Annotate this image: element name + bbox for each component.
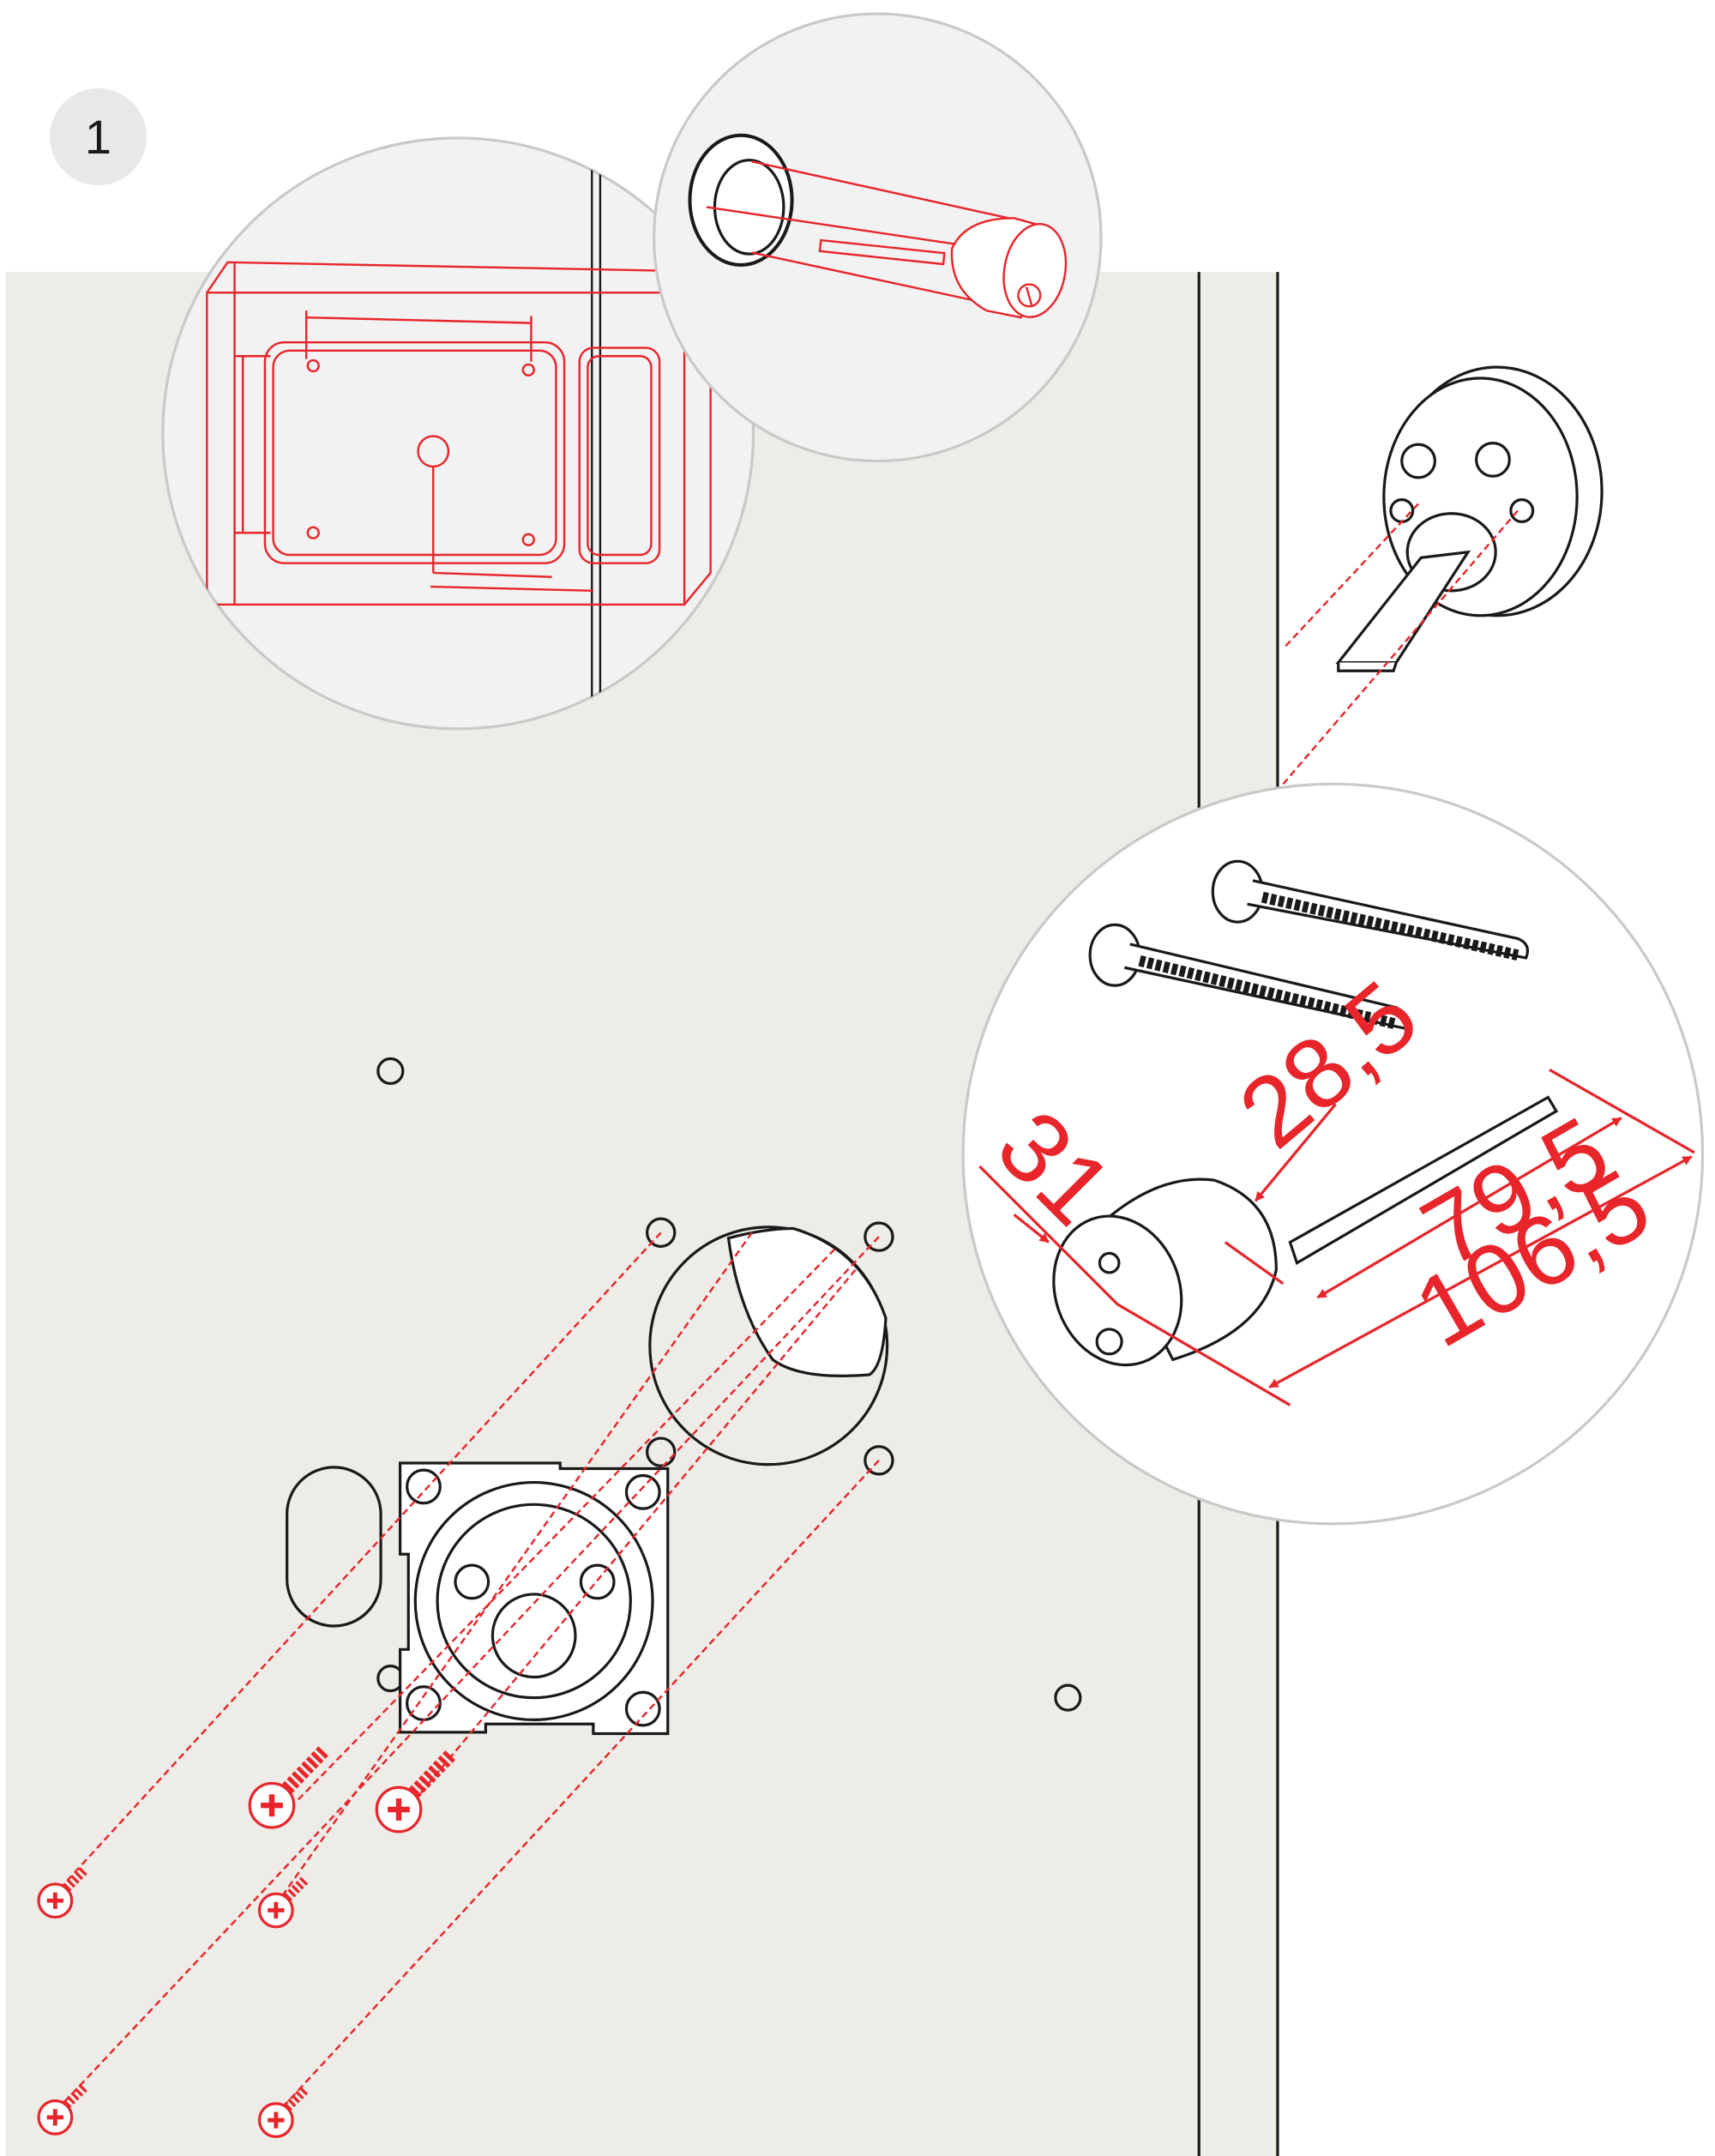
screw-small-4 <box>257 2085 310 2139</box>
wood-screws <box>37 1745 456 2139</box>
step-number-badge: 1 <box>50 88 147 185</box>
dimension-lines <box>978 1068 1695 1406</box>
mounting-holes <box>646 1217 894 1476</box>
screw-large-1 <box>248 1745 329 1829</box>
machine-bolt-2 <box>1088 923 1408 1030</box>
door-slot <box>286 1466 382 1628</box>
screw-small-2 <box>257 1875 310 1929</box>
screw-small-1 <box>37 1865 89 1919</box>
callout-dimensions: 31 28,5 79,5 106,5 <box>961 782 1705 1526</box>
step-number: 1 <box>84 110 112 164</box>
screw-large-2 <box>375 1749 456 1834</box>
mounting-plate <box>399 1461 670 1736</box>
door-hole-upper <box>376 1057 405 1086</box>
knob-guide-lines <box>1282 503 1519 785</box>
door-hole-lower <box>1054 1683 1082 1712</box>
cylinder-hole <box>648 1226 889 1466</box>
screw-guide-lines <box>54 1232 880 2116</box>
screw-small-3 <box>37 2081 89 2135</box>
callout-lock-body <box>161 136 755 731</box>
callout-cylinder <box>653 12 1103 463</box>
machine-bolt-1 <box>1211 859 1529 961</box>
door-knob <box>1335 365 1604 672</box>
